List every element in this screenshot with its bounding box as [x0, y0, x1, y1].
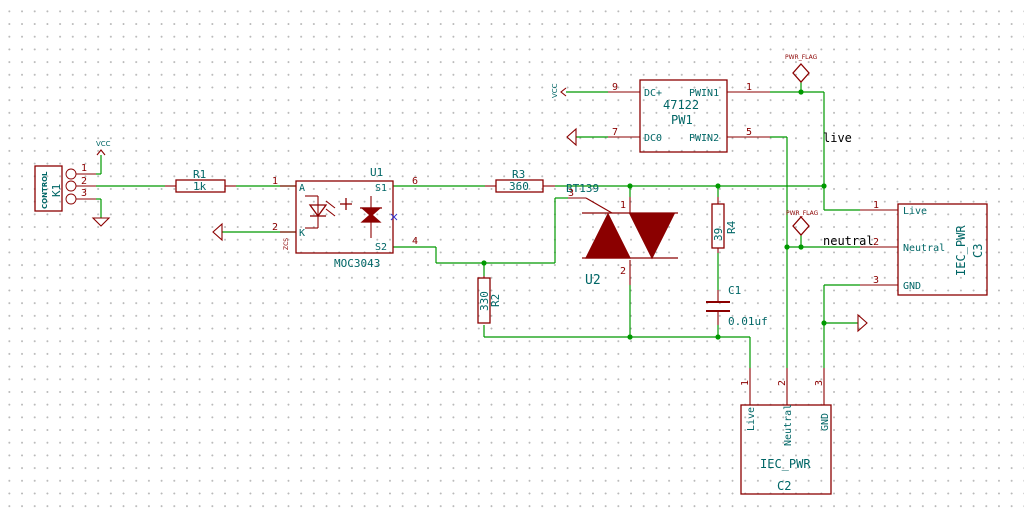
- optocoupler-u1-pin-k: K: [299, 228, 305, 239]
- resistor-r2-body: [477, 277, 491, 324]
- resistor-r3-ref: R3: [512, 168, 525, 181]
- opto-triac-icon: [360, 196, 382, 238]
- power-module-pw1[interactable]: DC+ DC0 PWIN1 PWIN2 47122 PW1 9 7 1 5: [608, 79, 770, 153]
- no-connect-icon: [390, 213, 398, 221]
- power-module-pw1-pin7-number: 7: [612, 127, 618, 138]
- power-module-pw1-pwin2: PWIN2: [689, 133, 719, 144]
- power-gnd-u1[interactable]: [212, 222, 223, 242]
- led-icon: [305, 195, 336, 229]
- iec-connector-c3-pin1-number: 1: [873, 200, 879, 211]
- resistor-r2[interactable]: 330 R2: [477, 276, 502, 324]
- power-module-pw1-pin9-number: 9: [612, 82, 618, 93]
- power-vcc-k1-label: VCC: [96, 140, 111, 148]
- power-gnd-k1[interactable]: [91, 217, 111, 227]
- iec-connector-c2-live: Live: [746, 407, 757, 431]
- optocoupler-u1-pin-s2: S2: [375, 242, 387, 253]
- power-module-pw1-pin1-number: 1: [746, 82, 752, 93]
- power-module-pw1-body: [639, 79, 728, 153]
- power-module-pw1-pwin1: PWIN1: [689, 88, 719, 99]
- junctions: [481, 89, 827, 340]
- iec-connector-c2-neutral: Neutral: [783, 404, 794, 446]
- iec-connector-c2-gnd: GND: [820, 413, 831, 431]
- resistor-r1[interactable]: R1 1k: [165, 168, 236, 193]
- resistor-r3-value: 360: [509, 180, 529, 193]
- capacitor-c1-ref: C1: [728, 284, 741, 297]
- net-label-neutral: neutral: [823, 234, 874, 248]
- connector-k1-pin2-number: 2: [81, 176, 87, 187]
- connector-k1-pin3-icon: [65, 193, 77, 205]
- optocoupler-u1-pin-a: A: [299, 183, 305, 194]
- triac-u2-pin2-number: 2: [620, 266, 626, 277]
- optocoupler-u1-ref: U1: [370, 166, 383, 179]
- power-vcc-k1[interactable]: VCC: [96, 140, 111, 156]
- resistor-r3[interactable]: R3 360: [485, 168, 555, 193]
- iec-connector-c3-pin2-number: 2: [873, 237, 879, 248]
- power-module-pw1-pin5-number: 5: [746, 127, 752, 138]
- optocoupler-u1-pin2-number: 2: [272, 222, 278, 233]
- iec-connector-c2[interactable]: 1 2 3 Live Neutral GND IEC_PWR C2: [740, 368, 832, 495]
- power-flag-1[interactable]: PWR_FLAG: [785, 54, 818, 83]
- iec-connector-c3-body: [897, 203, 988, 296]
- net-label-live: live: [823, 131, 852, 145]
- power-vcc-pw1[interactable]: VCC: [551, 83, 567, 98]
- power-module-pw1-dc0: DC0: [644, 133, 662, 144]
- resistor-r1-ref: R1: [193, 168, 206, 181]
- connector-k1-label: CONTROL: [41, 171, 49, 209]
- power-module-pw1-value: 47122: [663, 98, 699, 112]
- triac-u2-ref: U2: [585, 273, 601, 288]
- iec-connector-c3-live: Live: [903, 206, 927, 217]
- power-gnd-pw1[interactable]: [566, 127, 577, 147]
- power-module-pw1-ref: PW1: [671, 113, 693, 127]
- resistor-r4-value: 39: [712, 228, 725, 241]
- resistor-r4[interactable]: 39 R4: [711, 197, 738, 253]
- connector-k1[interactable]: CONTROL K1 1 2 3: [34, 163, 96, 212]
- iec-connector-c3-ref: C3: [971, 244, 985, 258]
- capacitor-c1-value: 0.01uf: [728, 315, 768, 328]
- power-flag-2-label: PWR_FLAG: [786, 210, 819, 217]
- iec-connector-c3[interactable]: 1 2 3 Live Neutral GND IEC_PWR C3: [860, 200, 988, 296]
- power-flag-2[interactable]: PWR_FLAG: [786, 210, 819, 236]
- connector-k1-pin1-number: 1: [81, 163, 87, 174]
- optocoupler-u1-zcs: ZCS: [283, 238, 290, 250]
- resistor-r2-value: 330: [478, 291, 491, 311]
- power-vcc-pw1-label: VCC: [551, 83, 559, 98]
- optocoupler-u1-pin4-number: 4: [412, 236, 418, 247]
- resistor-r2-ref: R2: [489, 294, 502, 307]
- connector-k1-pin1-icon: [65, 168, 77, 180]
- optocoupler-u1-pin-s1: S1: [375, 183, 387, 194]
- iec-connector-c2-body: [740, 404, 832, 495]
- connector-k1-pin3-number: 3: [81, 188, 87, 199]
- resistor-r1-value: 1k: [193, 180, 207, 193]
- iec-connector-c2-pin2-number: 2: [777, 380, 788, 386]
- resistor-r4-ref: R4: [725, 220, 738, 234]
- plus-icon: [340, 198, 352, 210]
- power-flag-1-label: PWR_FLAG: [785, 54, 818, 61]
- power-module-pw1-dcp: DC+: [644, 88, 662, 99]
- power-gnd-c3[interactable]: [857, 313, 868, 333]
- optocoupler-u1-pin1-number: 1: [272, 176, 278, 187]
- optocoupler-u1-pin6-number: 6: [412, 176, 418, 187]
- connector-k1-pin2-icon: [65, 180, 77, 192]
- triac-u2-upper-triangle: [629, 213, 675, 260]
- optocoupler-u1[interactable]: U1 MOC3043 1 2 6 4 A K S1 S2 ZCS: [272, 166, 418, 270]
- optocoupler-u1-body: [295, 180, 394, 254]
- triac-u2-pin3-number: 3: [568, 188, 574, 199]
- iec-connector-c3-pin3-number: 3: [873, 275, 879, 286]
- iec-connector-c2-pin1-number: 1: [740, 380, 751, 386]
- iec-connector-c3-neutral: Neutral: [903, 243, 945, 254]
- connector-k1-ref: K1: [50, 184, 63, 197]
- iec-connector-c2-pin3-number: 3: [814, 380, 825, 386]
- iec-connector-c2-value: IEC_PWR: [760, 457, 811, 471]
- iec-connector-c2-ref: C2: [777, 479, 791, 493]
- triac-u2-pin1-number: 1: [620, 200, 626, 211]
- optocoupler-u1-value: MOC3043: [334, 257, 380, 270]
- triac-u2[interactable]: BT139 U2 1 2 3: [566, 182, 678, 288]
- triac-u2-value: BT139: [566, 182, 599, 195]
- connector-k1-body: [34, 165, 63, 212]
- capacitor-c1[interactable]: C1 0.01uf: [706, 284, 768, 328]
- iec-connector-c3-value: IEC_PWR: [954, 225, 968, 276]
- iec-connector-c3-gnd: GND: [903, 281, 921, 292]
- triac-u2-lower-triangle: [585, 212, 631, 259]
